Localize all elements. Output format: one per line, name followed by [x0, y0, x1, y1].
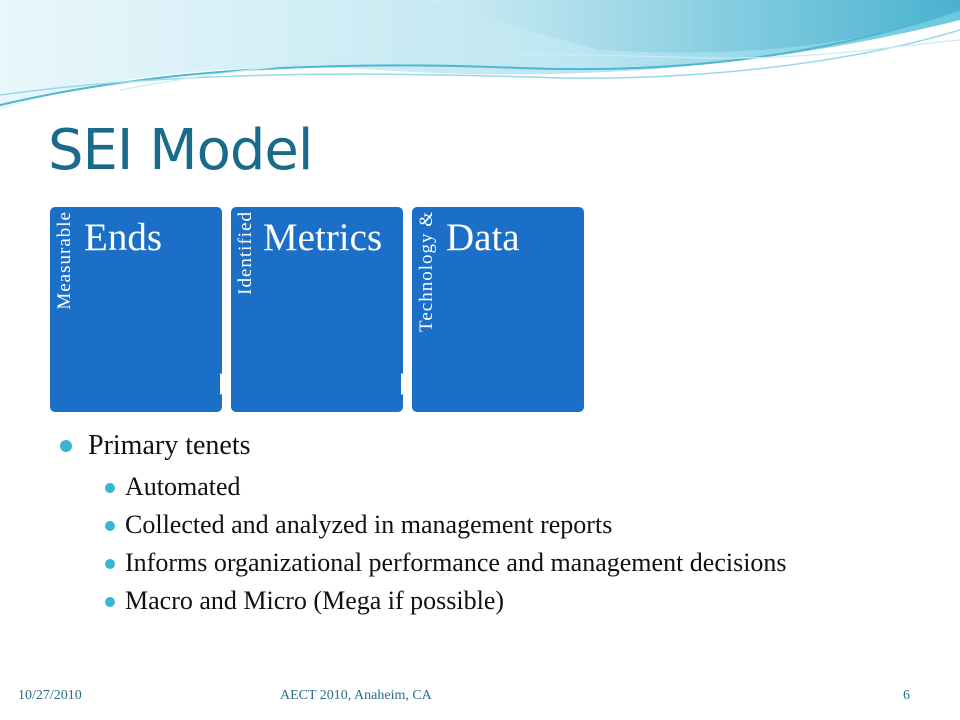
bullet-text: Informs organizational performance and m…	[125, 548, 787, 577]
slide-title: SEI Model	[48, 118, 313, 183]
block-side-label: Identified	[235, 211, 256, 295]
process-block-ends: Measurable Ends	[50, 207, 222, 412]
bullet-icon	[105, 597, 115, 607]
bullet-text: Automated	[125, 472, 241, 501]
block-side-label: Technology &	[416, 211, 437, 332]
bullet-icon	[105, 521, 115, 531]
list-item: Primary tenets	[60, 428, 940, 464]
list-item: Collected and analyzed in management rep…	[60, 510, 925, 540]
list-item: Macro and Micro (Mega if possible)	[60, 586, 925, 616]
block-heading: Data	[446, 216, 520, 259]
bullet-text: Macro and Micro (Mega if possible)	[125, 586, 505, 615]
bullet-text: Primary tenets	[88, 430, 251, 461]
footer-page-number: 6	[903, 688, 910, 703]
bullet-icon	[105, 559, 115, 569]
block-heading: Metrics	[263, 216, 383, 259]
block-side-label: Measurable	[54, 211, 75, 310]
list-item: Automated	[60, 472, 925, 502]
bullet-icon	[105, 483, 115, 493]
process-diagram: Measurable Ends Identified Metrics Techn…	[50, 207, 590, 413]
footer-date: 10/27/2010	[18, 688, 82, 703]
bullet-icon	[60, 440, 72, 452]
bullet-text: Collected and analyzed in management rep…	[125, 510, 613, 539]
decorative-wave-header	[0, 0, 960, 110]
list-item: Informs organizational performance and m…	[60, 548, 925, 578]
footer-event: AECT 2010, Anaheim, CA	[280, 688, 432, 703]
process-block-data: Technology & Data	[412, 207, 584, 412]
block-heading: Ends	[84, 216, 162, 259]
bullet-list: Primary tenets Automated Collected and a…	[60, 428, 940, 624]
process-block-metrics: Identified Metrics	[231, 207, 403, 412]
